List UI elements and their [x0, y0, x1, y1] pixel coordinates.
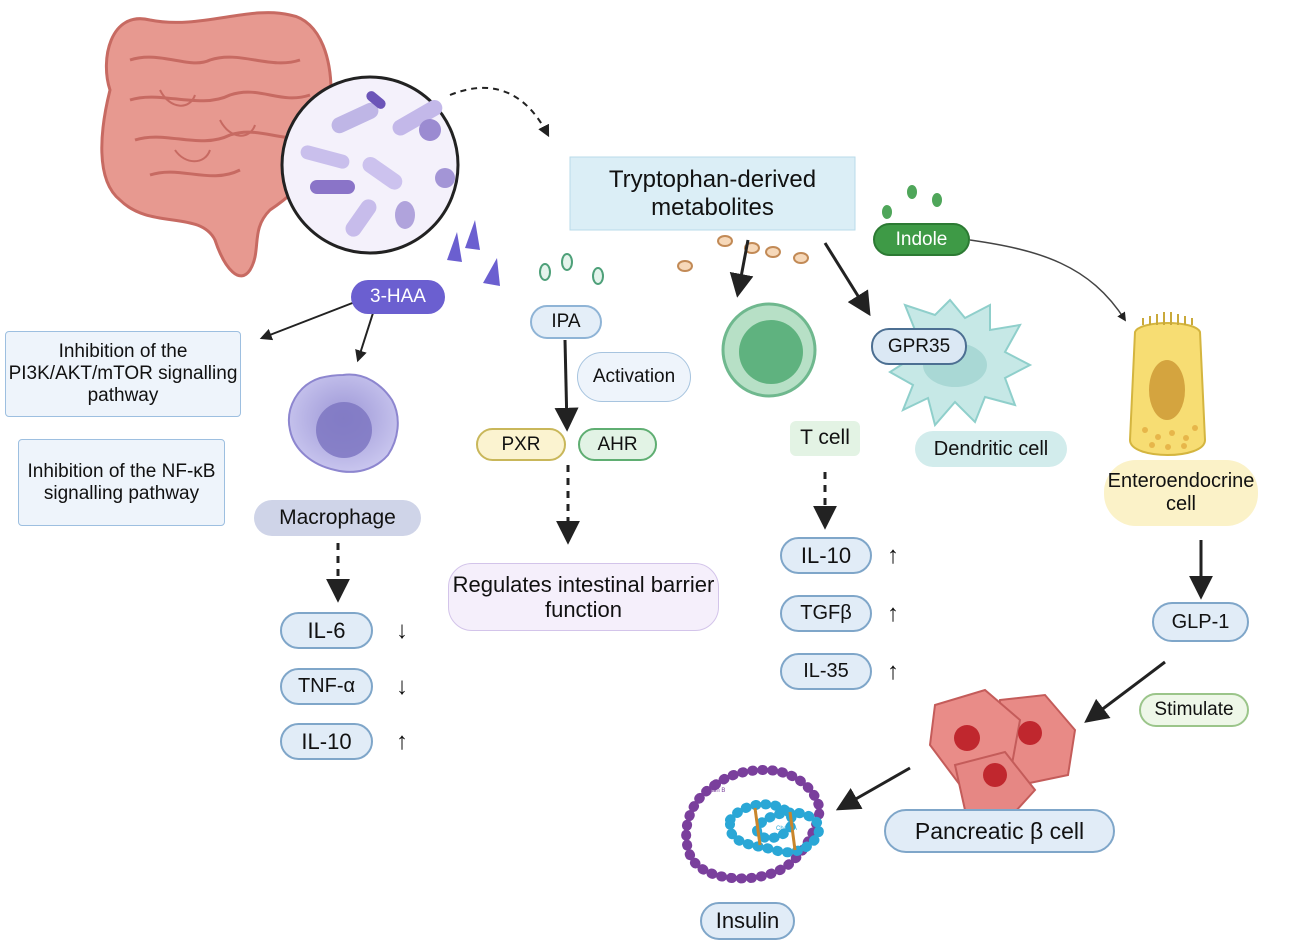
ipa-to-receptors-arrow — [554, 339, 579, 432]
haa-molecule-icons — [447, 220, 500, 286]
gut-microbiota-icon — [280, 75, 460, 255]
cytokine-row: IL-35 ↑ — [780, 653, 920, 693]
cytokine-row: TGFβ ↑ — [780, 595, 920, 635]
pxr-label: PXR — [476, 428, 566, 461]
cytokine-row: IL-10 ↑ — [780, 537, 920, 577]
t-cell-label: T cell — [790, 421, 860, 456]
ipa-molecule-icons — [539, 253, 604, 285]
haa-label: 3-HAA — [351, 280, 445, 314]
cytokine-label: TGFβ — [780, 595, 872, 632]
insulin-chain-b-label: Chain B — [704, 788, 725, 794]
metabolites-to-gpr35-arrow — [823, 242, 871, 317]
pi3k-pathway-label: Inhibition of the PI3K/AKT/mTOR signalli… — [5, 331, 241, 417]
down-arrow-icon: ↓ — [396, 672, 408, 700]
pancreatic-beta-cell-icon — [928, 688, 1077, 814]
barrier-function-label: Regulates intestinal barrier function — [448, 563, 719, 631]
cytokine-label: TNF-α — [280, 668, 373, 705]
insulin-chain-a-label: Chain A — [776, 826, 797, 832]
up-arrow-icon: ↑ — [887, 599, 899, 627]
indole-molecule-icons — [882, 185, 942, 219]
pancreatic-to-insulin-arrow — [835, 766, 911, 811]
tryptophan-box — [569, 156, 856, 231]
cytokine-label: IL-10 — [780, 537, 872, 574]
stimulate-label: Stimulate — [1139, 693, 1249, 727]
cytokine-row: IL-6 ↓ — [280, 612, 420, 652]
ipa-label: IPA — [530, 305, 602, 339]
insulin-icon: Chain B Chain A — [681, 764, 826, 884]
haa-to-pathway-arrow — [259, 301, 356, 341]
down-arrow-icon: ↓ — [396, 616, 408, 644]
indole-label: Indole — [873, 223, 970, 256]
metabolite-dots — [677, 235, 809, 272]
cytokine-row: IL-10 ↑ — [280, 723, 420, 763]
up-arrow-icon: ↑ — [887, 541, 899, 569]
cytokine-label: IL-6 — [280, 612, 373, 649]
up-arrow-icon: ↑ — [396, 727, 408, 755]
gpr35-label: GPR35 — [871, 328, 967, 365]
tryptophan-metabolites-label: Tryptophan-derived metabolites — [608, 166, 817, 221]
glp1-label: GLP-1 — [1152, 602, 1249, 642]
cytokine-label: IL-35 — [780, 653, 872, 690]
enteroendocrine-cell-label: Enteroendocrine cell — [1104, 460, 1258, 526]
gut-to-metabolites-arrow — [449, 86, 550, 138]
up-arrow-icon: ↑ — [887, 657, 899, 685]
metabolites-to-tcell-arrow — [729, 239, 754, 298]
haa-to-macrophage-arrow — [355, 312, 374, 363]
glp1-to-pancreatic-arrow — [1084, 660, 1166, 723]
macrophage-icon — [287, 373, 399, 473]
macrophage-label: Macrophage — [254, 500, 421, 536]
cytokine-row: TNF-α ↓ — [280, 668, 420, 708]
nfkb-pathway-label: Inhibition of the NF-κB signalling pathw… — [18, 439, 225, 526]
dendritic-cell-label: Dendritic cell — [915, 431, 1067, 467]
ahr-label: AHR — [578, 428, 657, 461]
pancreatic-beta-cell-label: Pancreatic β cell — [884, 809, 1115, 853]
enteroendocrine-cell-icon — [1128, 312, 1207, 456]
cytokine-label: IL-10 — [280, 723, 373, 760]
t-cell-icon — [721, 302, 817, 398]
insulin-label: Insulin — [700, 902, 795, 940]
activation-label: Activation — [577, 352, 691, 402]
indole-to-enteroendocrine-arrow — [969, 239, 1126, 322]
